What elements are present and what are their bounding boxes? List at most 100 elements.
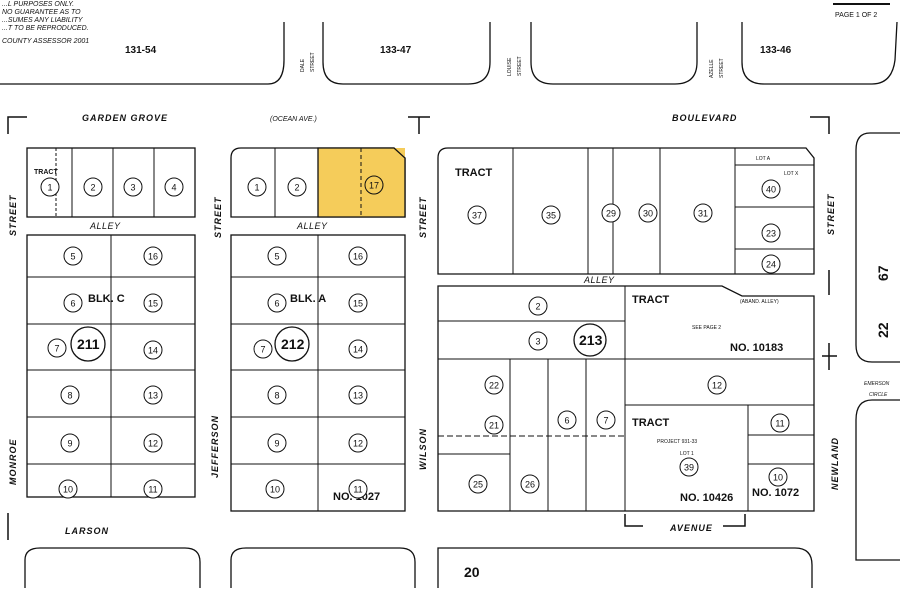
parcel-wilson-top-31[interactable]: 31 bbox=[693, 203, 713, 223]
lot-a-label: LOT A bbox=[756, 156, 771, 162]
map-ref-right-top: 67 bbox=[875, 265, 891, 281]
map-ref-right-bottom: 22 bbox=[875, 322, 891, 338]
parcel-wilson-bottom-6[interactable]: 6 bbox=[557, 410, 577, 430]
parcel-block-a-7[interactable]: 7 bbox=[253, 339, 273, 359]
parcel-block-a-12[interactable]: 12 bbox=[348, 433, 368, 453]
parcel-block-a-6[interactable]: 6 bbox=[267, 293, 287, 313]
svg-text:5: 5 bbox=[70, 252, 75, 262]
svg-text:10: 10 bbox=[773, 473, 783, 483]
parcel-block-a-15[interactable]: 15 bbox=[348, 293, 368, 313]
parcel-wilson-bottom-2[interactable]: 2 bbox=[528, 296, 548, 316]
block-wilson-top: TRACT LOT A LOT X ALLEY bbox=[437, 147, 815, 285]
svg-text:15: 15 bbox=[148, 299, 158, 309]
parcel-wilson-top-24[interactable]: 24 bbox=[761, 254, 781, 274]
emerson-label: EMERSON bbox=[864, 381, 890, 387]
parcel-block-c-6[interactable]: 6 bbox=[63, 293, 83, 313]
svg-text:24: 24 bbox=[766, 260, 776, 270]
parcel-wilson-top-29[interactable]: 29 bbox=[601, 203, 621, 223]
parcel-block-c-1[interactable]: 1 bbox=[40, 177, 60, 197]
svg-text:1: 1 bbox=[47, 183, 52, 193]
parcel-block-c-3[interactable]: 3 bbox=[123, 177, 143, 197]
parcel-block-c-5[interactable]: 5 bbox=[63, 246, 83, 266]
parcel-block-c-15[interactable]: 15 bbox=[143, 293, 163, 313]
parcel-wilson-bottom-26[interactable]: 26 bbox=[520, 474, 540, 494]
tract-label-wilson-top: TRACT bbox=[455, 167, 493, 179]
assessor-label: COUNTY ASSESSOR 2001 bbox=[2, 38, 89, 45]
svg-text:10: 10 bbox=[270, 485, 280, 495]
svg-text:26: 26 bbox=[525, 480, 535, 490]
svg-text:31: 31 bbox=[698, 209, 708, 219]
parcel-block-c-8[interactable]: 8 bbox=[60, 385, 80, 405]
parcel-wilson-bottom-11[interactable]: 11 bbox=[770, 413, 790, 433]
circle-label: CIRCLE bbox=[869, 392, 888, 398]
parcel-block-c-11[interactable]: 11 bbox=[143, 479, 163, 499]
avenue-label: AVENUE bbox=[669, 523, 713, 533]
disclaimer-line-4: ...T TO BE REPRODUCED. bbox=[2, 25, 89, 32]
parcel-wilson-bottom-21[interactable]: 21 bbox=[484, 415, 504, 435]
parcel-wilson-top-40[interactable]: 40 bbox=[761, 179, 781, 199]
parcel-wilson-top-23[interactable]: 23 bbox=[761, 223, 781, 243]
parcel-wilson-top-35[interactable]: 35 bbox=[541, 205, 561, 225]
parcel-wilson-bottom-10[interactable]: 10 bbox=[768, 467, 788, 487]
louise-street-label: STREET bbox=[517, 56, 523, 76]
jefferson-label: JEFFERSON bbox=[210, 415, 220, 478]
svg-text:37: 37 bbox=[472, 211, 482, 221]
azelle-label: AZELLE bbox=[709, 59, 715, 78]
street-label-left: STREET bbox=[8, 194, 18, 236]
disclaimer-block: ...L PURPOSES ONLY. NO GUARANTEE AS TO .… bbox=[2, 1, 89, 45]
parcel-block-a-8[interactable]: 8 bbox=[267, 385, 287, 405]
monroe-label: MONROE bbox=[8, 439, 18, 486]
parcel-wilson-bottom-25[interactable]: 25 bbox=[468, 474, 488, 494]
louise-label: LOUISE bbox=[507, 57, 513, 76]
svg-text:14: 14 bbox=[148, 346, 158, 356]
parcel-block-c-4[interactable]: 4 bbox=[164, 177, 184, 197]
parcel-block-a-5[interactable]: 5 bbox=[267, 246, 287, 266]
map-ref-bottom: 20 bbox=[464, 564, 480, 580]
svg-text:25: 25 bbox=[473, 480, 483, 490]
svg-text:15: 15 bbox=[353, 299, 363, 309]
parcel-block-a-1[interactable]: 1 bbox=[247, 177, 267, 197]
dale-street-label: STREET bbox=[310, 52, 316, 72]
svg-text:39: 39 bbox=[684, 463, 694, 473]
boulevard-label: BOULEVARD bbox=[672, 113, 737, 123]
svg-text:12: 12 bbox=[353, 439, 363, 449]
parcel-wilson-bottom-22[interactable]: 22 bbox=[484, 375, 504, 395]
parcel-block-a-11[interactable]: 11 bbox=[348, 479, 368, 499]
parcel-block-c-2[interactable]: 2 bbox=[83, 177, 103, 197]
parcel-block-c-14[interactable]: 14 bbox=[143, 340, 163, 360]
parcel-block-a-9[interactable]: 9 bbox=[267, 433, 287, 453]
parcel-block-c-12[interactable]: 12 bbox=[143, 433, 163, 453]
parcel-block-c-7[interactable]: 7 bbox=[47, 338, 67, 358]
parcel-block-a-10[interactable]: 10 bbox=[265, 479, 285, 499]
tract-label-c: TRACT bbox=[34, 169, 58, 176]
parcel-block-c-13[interactable]: 13 bbox=[143, 385, 163, 405]
block-a: ALLEY BLK. A 212 NO. 1027 bbox=[230, 147, 406, 512]
svg-text:5: 5 bbox=[274, 252, 279, 262]
parcel-block-c-9[interactable]: 9 bbox=[60, 433, 80, 453]
parcel-block-a-14[interactable]: 14 bbox=[348, 339, 368, 359]
map-ref-top-left: 131-54 bbox=[125, 45, 157, 56]
parcel-wilson-bottom-39[interactable]: 39 bbox=[679, 457, 699, 477]
svg-text:13: 13 bbox=[148, 391, 158, 401]
parcel-block-a-17[interactable]: 17 bbox=[364, 175, 384, 195]
parcel-block-a-13[interactable]: 13 bbox=[348, 385, 368, 405]
newland-label: NEWLAND bbox=[830, 437, 840, 490]
parcel-wilson-top-37[interactable]: 37 bbox=[467, 205, 487, 225]
svg-text:4: 4 bbox=[171, 183, 176, 193]
parcel-block-c-16[interactable]: 16 bbox=[143, 246, 163, 266]
map-ref-top-center: 133-47 bbox=[380, 45, 412, 56]
parcel-block-a-16[interactable]: 16 bbox=[348, 246, 368, 266]
parcel-wilson-top-30[interactable]: 30 bbox=[638, 203, 658, 223]
see-page-label: SEE PAGE 2 bbox=[692, 325, 721, 331]
svg-text:11: 11 bbox=[148, 485, 157, 495]
parcel-block-a-2[interactable]: 2 bbox=[287, 177, 307, 197]
svg-text:12: 12 bbox=[712, 381, 722, 391]
alley-label-wilson: ALLEY bbox=[583, 275, 615, 285]
svg-text:11: 11 bbox=[353, 485, 362, 495]
parcel-wilson-bottom-12[interactable]: 12 bbox=[707, 375, 727, 395]
parcel-block-c-10[interactable]: 10 bbox=[58, 479, 78, 499]
parcel-wilson-bottom-3[interactable]: 3 bbox=[528, 331, 548, 351]
parcel-wilson-bottom-7[interactable]: 7 bbox=[596, 410, 616, 430]
svg-text:40: 40 bbox=[766, 185, 776, 195]
